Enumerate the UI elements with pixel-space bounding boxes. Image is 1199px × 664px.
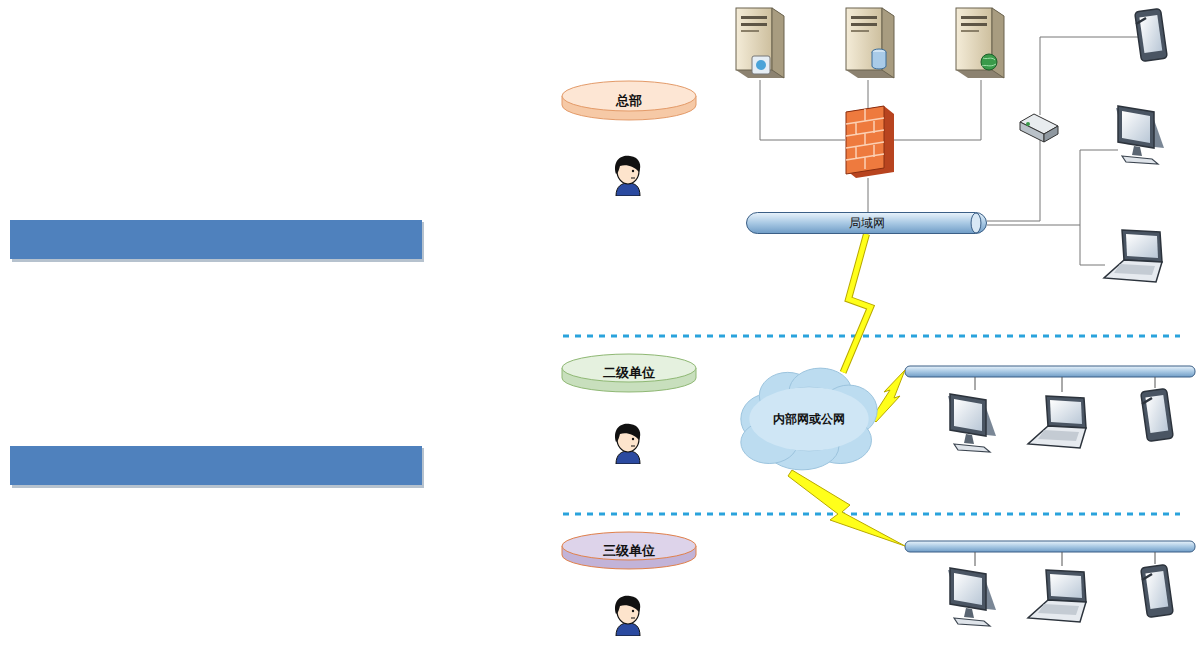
wire — [987, 225, 1080, 226]
server-icon — [736, 8, 784, 78]
tablet-icon — [1135, 8, 1168, 61]
app-badge — [752, 56, 770, 74]
wire — [893, 80, 981, 140]
drop-line — [1155, 377, 1156, 388]
node-label: 内部网或公网 — [773, 411, 845, 428]
blue-bar — [10, 220, 422, 259]
firewall-icon — [846, 106, 894, 178]
server-icon — [956, 8, 1004, 78]
node-label: 三级单位 — [603, 542, 655, 560]
connector-core — [843, 234, 870, 372]
tier-separator — [563, 513, 1180, 516]
person-icon — [615, 156, 640, 196]
disc-node: 总部 — [561, 80, 697, 121]
cloud-core — [749, 387, 868, 451]
person-icon — [615, 596, 640, 636]
tablet-icon — [1141, 388, 1174, 441]
pipe-body — [747, 213, 987, 234]
drop-line — [1062, 552, 1063, 566]
monitor-icon — [948, 568, 996, 626]
cloud-shape — [741, 368, 877, 470]
wire — [868, 80, 869, 108]
router-icon — [1020, 114, 1058, 142]
node-label: 局域网 — [849, 215, 885, 232]
laptop-icon — [1028, 570, 1086, 622]
wire — [868, 178, 869, 212]
disc-node: 二级单位 — [561, 353, 697, 393]
web-badge — [981, 54, 997, 70]
wire — [1040, 37, 1138, 115]
tablet-icon — [1141, 564, 1174, 617]
network-bus — [905, 541, 1195, 552]
blue-bar — [10, 446, 422, 485]
lightning-connector — [843, 234, 870, 372]
drop-line — [975, 552, 976, 566]
node-label: 二级单位 — [603, 364, 655, 382]
drop-line — [1155, 552, 1156, 564]
network-bus — [905, 366, 1195, 377]
lightning-link — [788, 470, 905, 546]
laptop-icon — [1104, 230, 1162, 282]
database-badge — [872, 52, 886, 69]
web-badge — [982, 58, 996, 66]
wire — [760, 80, 845, 140]
pipe-node: 局域网 — [746, 212, 987, 234]
wire — [1080, 150, 1118, 265]
disc-top — [562, 81, 696, 111]
app-badge — [756, 60, 766, 70]
laptop-icon — [1028, 396, 1086, 448]
disc-top — [562, 354, 696, 382]
node-label: 总部 — [616, 92, 642, 110]
tier-separator — [563, 335, 1180, 338]
drop-line — [975, 377, 976, 390]
connector-outline — [843, 234, 870, 372]
person-icon — [615, 424, 640, 464]
cloud-node: 内部网或公网 — [738, 366, 880, 472]
disc-top — [562, 532, 696, 560]
monitor-icon — [948, 394, 996, 452]
disc-node: 三级单位 — [561, 531, 697, 570]
pipe-end — [971, 213, 981, 233]
server-icon — [846, 8, 894, 78]
monitor-icon — [1116, 106, 1164, 164]
wire — [987, 138, 1040, 221]
drop-line — [1062, 377, 1063, 392]
